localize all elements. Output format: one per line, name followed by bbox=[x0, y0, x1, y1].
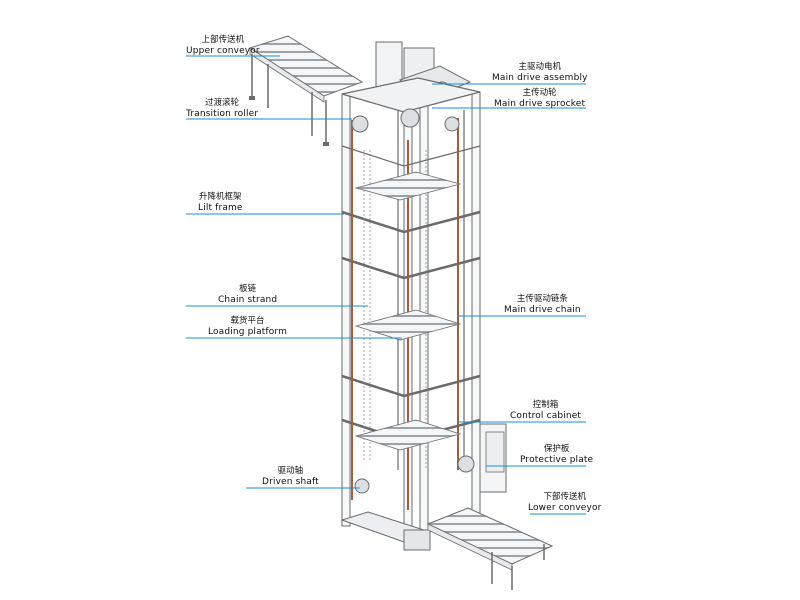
label-control-cabinet-en: Control cabinet bbox=[510, 411, 582, 421]
label-main-drive-assembly-zh: 主驱动电机 bbox=[518, 62, 562, 72]
chain-strand bbox=[363, 150, 427, 470]
label-lift-frame: 升降机框架 Lilt frame bbox=[198, 192, 243, 214]
label-upper-conveyor-zh: 上部传送机 bbox=[201, 35, 245, 45]
label-loading-platform-zh: 载货平台 bbox=[230, 316, 265, 326]
label-lift-frame-zh: 升降机框架 bbox=[199, 192, 242, 202]
lower-conveyor bbox=[426, 507, 554, 590]
protective-plate bbox=[485, 431, 505, 473]
label-driven-shaft: 驱动轴 Driven shaft bbox=[262, 466, 319, 488]
upper-conveyor bbox=[248, 35, 364, 146]
label-loading-platform-en: Loading platform bbox=[208, 327, 288, 337]
label-main-drive-chain-en: Main drive chain bbox=[504, 305, 581, 315]
label-main-drive-chain: 主传驱动链条 Main drive chain bbox=[504, 294, 581, 316]
label-control-cabinet: 控制箱 Control cabinet bbox=[510, 400, 581, 422]
label-protective-plate-en: Protective plate bbox=[520, 455, 594, 465]
label-lower-conveyor-zh: 下部传送机 bbox=[543, 492, 586, 502]
main-drive-sprocket bbox=[351, 108, 475, 494]
label-main-drive-sprocket-en: Main drive sprocket bbox=[494, 99, 586, 109]
label-lower-conveyor: 下部传送机 Lower conveyor bbox=[528, 492, 601, 514]
leader-lines bbox=[186, 55, 586, 515]
label-transition-roller-zh: 过渡滚轮 bbox=[205, 98, 240, 108]
loading-platform bbox=[354, 171, 462, 451]
label-driven-shaft-zh: 驱动轴 bbox=[277, 466, 304, 476]
label-transition-roller: 过渡滚轮 Transition roller bbox=[186, 98, 258, 120]
label-loading-platform: 载货平台 Loading platform bbox=[208, 316, 287, 338]
label-transition-roller-en: Transition roller bbox=[186, 109, 259, 119]
label-protective-plate-zh: 保护板 bbox=[543, 444, 570, 454]
label-main-drive-chain-zh: 主传驱动链条 bbox=[516, 294, 568, 304]
label-main-drive-sprocket-zh: 主传动轮 bbox=[522, 88, 557, 98]
label-upper-conveyor: 上部传送机 Upper conveyor bbox=[186, 35, 260, 57]
label-lift-frame-en: Lilt frame bbox=[198, 203, 243, 213]
label-main-drive-sprocket: 主传动轮 Main drive sprocket bbox=[494, 88, 585, 110]
label-main-drive-assembly: 主驱动电机 Main drive assembly bbox=[492, 62, 588, 84]
label-control-cabinet-zh: 控制箱 bbox=[532, 400, 559, 410]
label-main-drive-assembly-en: Main drive assembly bbox=[492, 73, 588, 83]
label-driven-shaft-en: Driven shaft bbox=[262, 477, 319, 487]
label-chain-strand-zh: 板链 bbox=[239, 284, 257, 294]
label-protective-plate: 保护板 Protective plate bbox=[520, 444, 593, 466]
label-upper-conveyor-en: Upper conveyor bbox=[186, 46, 260, 56]
label-chain-strand-en: Chain strand bbox=[218, 295, 278, 305]
label-chain-strand: 板链 Chain strand bbox=[218, 284, 277, 306]
label-lower-conveyor-en: Lower conveyor bbox=[528, 503, 602, 513]
